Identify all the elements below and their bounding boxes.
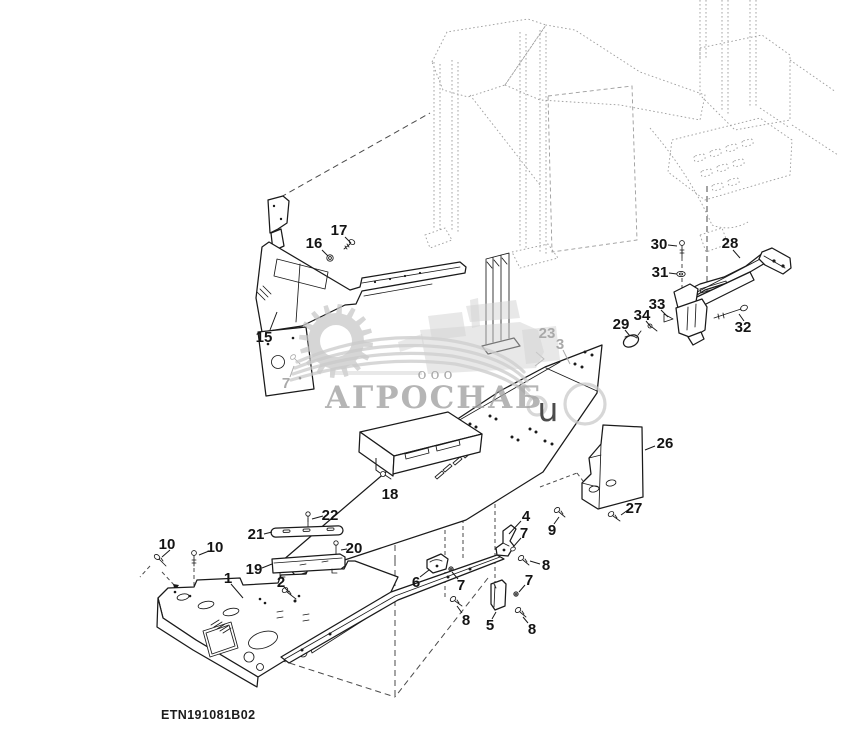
parts-19-21-support-bars: [153, 511, 346, 600]
part-callout-10: 10: [207, 539, 224, 556]
part-callout-8: 8: [462, 612, 470, 629]
small-mount-brackets: [426, 507, 566, 618]
part-callout-1: 1: [224, 570, 232, 587]
fastener-16-nut: [326, 254, 334, 262]
part-callout-27: 27: [626, 500, 643, 517]
part-3-side-panel: [281, 344, 603, 577]
part-callout-34: 34: [634, 307, 651, 324]
watermark-prefix: ооо: [417, 365, 456, 383]
leader-lines: [161, 236, 745, 624]
part-callout-28: 28: [722, 235, 739, 252]
part-callout-29: 29: [613, 316, 630, 333]
part-callout-15: 15: [256, 329, 273, 346]
drawing-number: ETN191081B02: [161, 708, 255, 722]
part-callout-10: 10: [159, 536, 176, 553]
part-callout-22: 22: [322, 507, 339, 524]
part-callout-4: 4: [522, 508, 531, 525]
part-callout-9: 9: [548, 522, 556, 539]
part-callout-32: 32: [735, 319, 752, 336]
part-1-floor-plate: [156, 554, 505, 688]
part-callout-8: 8: [542, 557, 550, 574]
part-callout-6: 6: [412, 574, 420, 591]
part-callout-7: 7: [525, 572, 533, 589]
part-callout-23: 23: [539, 325, 556, 342]
part-callout-2: 2: [277, 574, 285, 591]
part-callout-5: 5: [486, 617, 494, 634]
part-callout-31: 31: [652, 264, 669, 281]
part-callout-21: 21: [248, 526, 265, 543]
fastener-17-bolt: [343, 239, 356, 250]
watermark-name: АГРОСНАБ: [325, 380, 544, 416]
part-callout-33: 33: [649, 296, 666, 313]
part-callout-30: 30: [651, 236, 668, 253]
part-26-shield-bracket: [581, 424, 644, 522]
agrosnab-watermark: ооо АГРОСНАБ u: [289, 298, 607, 429]
part-callout-26: 26: [657, 435, 674, 452]
part-28-mount-bracket: [673, 247, 792, 346]
part-callout-17: 17: [331, 222, 348, 239]
part-callout-16: 16: [306, 235, 323, 252]
part-callout-19: 19: [246, 561, 263, 578]
part-callout-20: 20: [346, 540, 363, 557]
part-callout-7: 7: [282, 375, 290, 392]
part-callout-3: 3: [556, 336, 564, 353]
part-callout-7: 7: [457, 577, 465, 594]
ghost-chassis-reference: [424, 0, 839, 269]
part-callout-7: 7: [520, 525, 528, 542]
watermark-mark: u: [538, 390, 559, 429]
part-callout-8: 8: [528, 621, 536, 638]
part-callout-18: 18: [382, 486, 399, 503]
tractor-silhouette-icon: [330, 298, 607, 426]
